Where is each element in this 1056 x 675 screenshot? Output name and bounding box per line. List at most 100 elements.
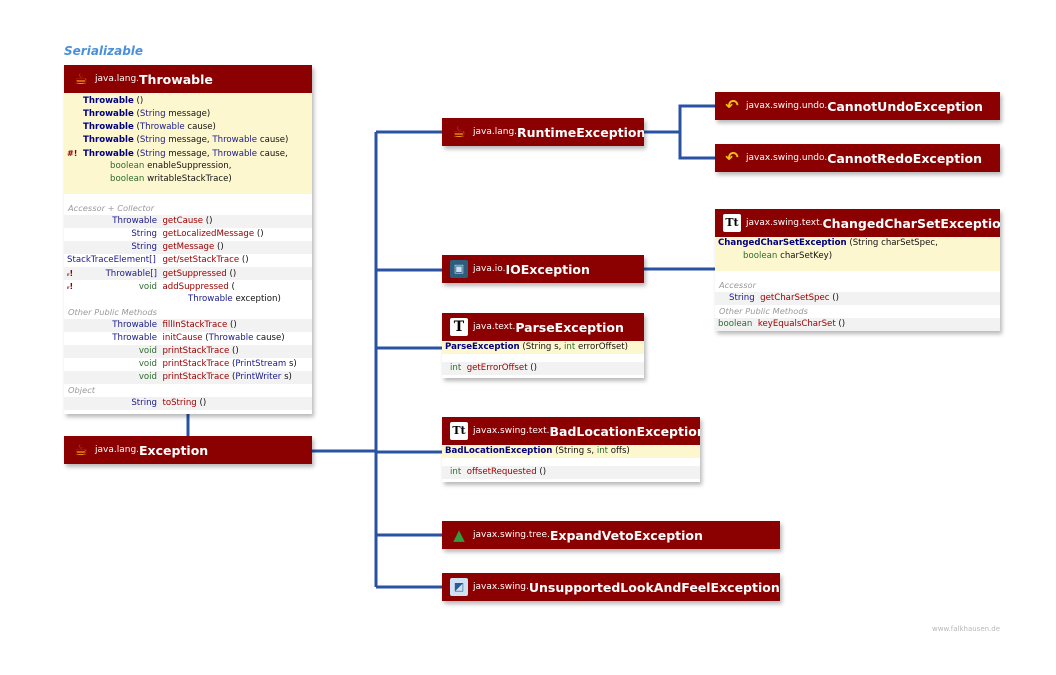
return-type: Throwable [112, 216, 157, 226]
constructor-row: #!Throwable (String message, Throwable c… [64, 147, 312, 160]
arguments: () [229, 346, 239, 356]
class-name: CannotUndoException [827, 98, 983, 114]
cannot-redo-exception-box[interactable]: ↶ javax.swing.undo.CannotRedoException [715, 144, 1000, 172]
package-name: javax.swing.tree. [473, 530, 550, 540]
return-type: void [138, 346, 157, 356]
constructor-row: Throwable () [64, 95, 312, 108]
parameters: ( [133, 122, 140, 132]
cannot-undo-header[interactable]: ↶ javax.swing.undo.CannotUndoException [715, 92, 1000, 120]
return-type: Throwable[] [105, 269, 157, 279]
ctor-continuation: boolean charSetKey) [715, 250, 1000, 263]
bad-location-exception-box[interactable]: Tt javax.swing.text.BadLocationException… [442, 417, 700, 482]
package-name: java.lang. [95, 74, 140, 84]
param-name: s) [286, 359, 297, 369]
changed-charset-exception-box[interactable]: Tt javax.swing.text.ChangedCharSetExcept… [715, 209, 1000, 331]
class-name: RuntimeException [517, 124, 644, 140]
method-name: toString [162, 398, 197, 408]
interface-label: Serializable [64, 44, 144, 58]
method-name: printStackTrace [162, 372, 230, 382]
method-row: String getCharSetSpec () [715, 292, 1000, 305]
class-name: ChangedCharSetException [822, 215, 1001, 231]
param-type: Throwable [208, 333, 254, 343]
package-name: java.lang. [473, 127, 518, 137]
text-t-icon: T [450, 318, 468, 336]
runtime-exception-box[interactable]: ☕ java.lang.RuntimeException [442, 118, 644, 146]
return-type: String [131, 242, 157, 252]
method-row: StackTraceElement[] get/setStackTrace () [64, 254, 312, 267]
package-name: javax.swing.text. [746, 218, 823, 228]
ioexception-header[interactable]: ▣ java.io.IOException [442, 255, 644, 283]
unsupported-laf-header[interactable]: ◩ javax.swing.UnsupportedLookAndFeelExce… [442, 573, 780, 601]
arguments: () [239, 255, 249, 265]
arguments: ( [202, 333, 209, 343]
method-row: int getErrorOffset () [442, 362, 644, 375]
parameters: ( [133, 149, 140, 159]
param-name: cause) [184, 122, 216, 132]
package-name: java.text. [473, 322, 516, 332]
constructor-row: ChangedCharSetException (String charSetS… [715, 237, 1000, 250]
constructor-name: Throwable [83, 96, 134, 106]
modifier-flag: #! [67, 149, 78, 158]
package-name: javax.swing.undo. [746, 153, 828, 163]
constructor-name: Throwable [83, 135, 134, 145]
class-name: CannotRedoException [827, 150, 982, 166]
throwable-class-box[interactable]: ☕ java.lang.Throwable Throwable ()Throwa… [64, 65, 312, 414]
arguments: () [196, 398, 207, 408]
class-name: IOException [505, 261, 590, 277]
param-name: message) [165, 109, 211, 119]
expand-veto-header[interactable]: ▲ javax.swing.tree.ExpandVetoException [442, 521, 780, 549]
return-type: void [138, 359, 157, 369]
class-name: ExpandVetoException [549, 527, 703, 543]
runtime-exception-header[interactable]: ☕ java.lang.RuntimeException [442, 118, 644, 146]
return-type: Throwable [112, 333, 157, 343]
constructor-row: Throwable (String message) [64, 108, 312, 121]
cannot-redo-header[interactable]: ↶ javax.swing.undo.CannotRedoException [715, 144, 1000, 172]
method-name: get/setStackTrace [162, 255, 240, 265]
bad-location-header[interactable]: Tt javax.swing.text.BadLocationException [442, 417, 700, 445]
method-row: String toString () [64, 397, 312, 410]
return-type: void [138, 372, 157, 382]
exception-header[interactable]: ☕ java.lang.Exception [64, 436, 312, 464]
package-name: javax.swing.undo. [746, 101, 828, 111]
return-type: String [131, 229, 157, 239]
return-type: void [138, 282, 157, 292]
method-name: printStackTrace [162, 359, 230, 369]
method-name: fillInStackTrace [162, 320, 228, 330]
param-type: PrintWriter [235, 372, 282, 382]
exception-class-box[interactable]: ☕ java.lang.Exception [64, 436, 312, 464]
method-row: String getMessage () [64, 241, 312, 254]
parse-exception-header[interactable]: T java.text.ParseException [442, 313, 644, 341]
method-row: boolean keyEqualsCharSet () [715, 318, 1000, 331]
expand-veto-exception-box[interactable]: ▲ javax.swing.tree.ExpandVetoException [442, 521, 780, 549]
modifier-flag: ᵣ! [67, 282, 74, 291]
arguments: ( [229, 359, 236, 369]
param-type: Throwable [212, 149, 258, 159]
param-name: cause) [253, 333, 285, 343]
arguments: () [227, 320, 237, 330]
constructor-row: BadLocationException (String s, int offs… [442, 445, 700, 458]
watermark: www.falkhausen.de [932, 625, 1001, 633]
method-row: String getLocalizedMessage () [64, 228, 312, 241]
class-name: Exception [139, 442, 209, 458]
cannot-undo-exception-box[interactable]: ↶ javax.swing.undo.CannotUndoException [715, 92, 1000, 120]
param-type: String [139, 109, 166, 119]
ctor-continuation: boolean writableStackTrace) [64, 173, 312, 186]
floppy-disk-icon: ▣ [450, 260, 468, 278]
constructor-name: Throwable [83, 149, 134, 159]
method-row: int offsetRequested () [442, 466, 700, 479]
throwable-header[interactable]: ☕ java.lang.Throwable [64, 65, 312, 93]
param-name: cause) [257, 135, 289, 145]
arguments: () [254, 229, 264, 239]
changed-charset-header[interactable]: Tt javax.swing.text.ChangedCharSetExcept… [715, 209, 1000, 237]
param-type: Throwable [212, 135, 258, 145]
param-name: cause, [257, 149, 288, 159]
unsupported-laf-exception-box[interactable]: ◩ javax.swing.UnsupportedLookAndFeelExce… [442, 573, 780, 601]
method-name: initCause [162, 333, 203, 343]
ioexception-box[interactable]: ▣ java.io.IOException [442, 255, 644, 283]
parse-exception-box[interactable]: T java.text.ParseException ParseExceptio… [442, 313, 644, 378]
param-name: s) [281, 372, 292, 382]
method-name: getMessage [162, 242, 215, 252]
constructor-name: Throwable [83, 122, 134, 132]
param-type: Throwable [139, 122, 185, 132]
